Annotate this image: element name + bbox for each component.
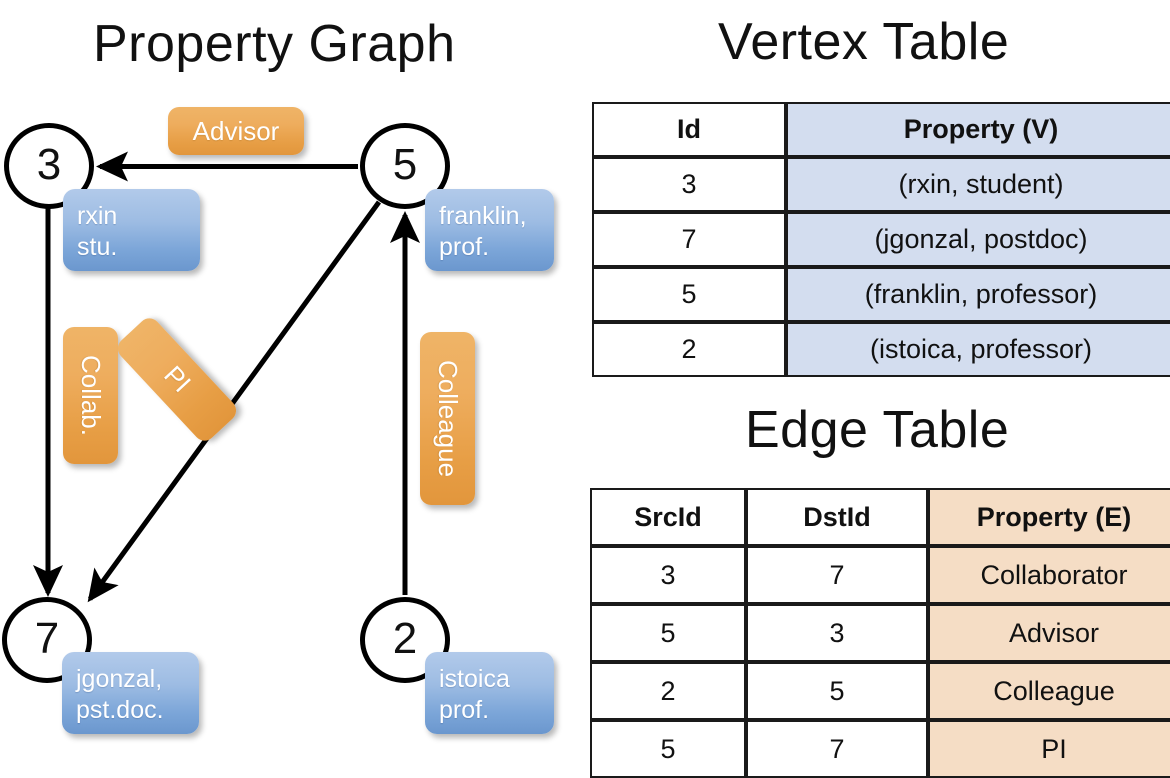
table-row: 2 5 Colleague (590, 662, 1170, 720)
edge-table-cell-dstid: 7 (746, 720, 928, 778)
edge-table-cell-srcid: 2 (590, 662, 746, 720)
edge-label-advisor-text: Advisor (192, 115, 280, 146)
table-row: 3 7 Collaborator (590, 546, 1170, 604)
graph-vertex-3[interactable]: 3 (4, 123, 94, 209)
graph-vertex-5[interactable]: 5 (360, 123, 450, 209)
edge-table-cell-srcid: 3 (590, 546, 746, 604)
edge-label-pi-text: PI (158, 359, 197, 399)
edge-table-cell-dstid: 7 (746, 546, 928, 604)
edge-table-cell-property: Colleague (928, 662, 1170, 720)
edge-table-header-property: Property (E) (928, 488, 1170, 546)
table-row: 7 (jgonzal, postdoc) (592, 212, 1170, 267)
vertex-property-franklin-line2: prof. (439, 232, 490, 261)
edge-table-cell-dstid: 5 (746, 662, 928, 720)
edge-table-cell-dstid: 3 (746, 604, 928, 662)
vertex-table-cell-property: (rxin, student) (786, 157, 1170, 212)
vertex-table-cell-id: 3 (592, 157, 786, 212)
vertex-property-istoica-line1: istoica (439, 665, 510, 693)
edge-label-colleague-text: Colleague (433, 359, 463, 478)
edge-table-title: Edge Table (745, 401, 1010, 459)
edge-table-cell-property: PI (928, 720, 1170, 778)
edge-table-header-srcid: SrcId (590, 488, 746, 546)
vertex-table-cell-id: 2 (592, 322, 786, 377)
property-graph-title: Property Graph (93, 15, 456, 73)
vertex-table-cell-id: 7 (592, 212, 786, 267)
vertex-property-box-jgonzal: jgonzal, pst.doc. (62, 652, 199, 734)
vertex-table-cell-id: 5 (592, 267, 786, 322)
vertex-property-box-franklin: franklin, prof. (425, 189, 554, 271)
edge-label-collab: Collab. (63, 327, 118, 464)
property-graph-diagram: 3 5 7 2 rxin stu. franklin, prof. jgonza… (0, 95, 585, 760)
table-row: 5 7 PI (590, 720, 1170, 778)
vertex-property-box-rxin: rxin stu. (63, 189, 200, 271)
edge-label-collab-text: Collab. (76, 355, 106, 436)
table-row: 5 3 Advisor (590, 604, 1170, 662)
slide-canvas: Property Graph Vertex Table Edge Table 3 (0, 13, 1170, 778)
graph-edge-arrows (33, 151, 420, 603)
edge-table: SrcId DstId Property (E) 3 7 Collaborato… (590, 488, 1170, 778)
vertex-table: Id Property (V) 3 (rxin, student) 7 (jgo… (592, 102, 1170, 377)
edge-label-advisor: Advisor (168, 107, 304, 155)
table-row: 2 (istoica, professor) (592, 322, 1170, 377)
vertex-table-title: Vertex Table (718, 13, 1010, 71)
graph-vertex-2-label: 2 (392, 613, 418, 663)
table-row: 5 (franklin, professor) (592, 267, 1170, 322)
vertex-property-box-istoica: istoica prof. (425, 652, 554, 734)
graph-vertex-3-label: 3 (36, 139, 62, 189)
vertex-property-franklin-line1: franklin, (439, 202, 527, 230)
edge-table-cell-srcid: 5 (590, 720, 746, 778)
edge-table-header-dstid: DstId (746, 488, 928, 546)
vertex-property-rxin-line1: rxin (77, 202, 118, 230)
vertex-property-jgonzal-line1: jgonzal, (76, 665, 163, 693)
edge-arrow-5-to-7 (87, 200, 382, 603)
vertex-table-header-property: Property (V) (786, 102, 1170, 157)
edge-table-cell-property: Advisor (928, 604, 1170, 662)
graph-vertex-7-label: 7 (34, 613, 60, 663)
table-row: 3 (rxin, student) (592, 157, 1170, 212)
vertex-table-cell-property: (franklin, professor) (786, 267, 1170, 322)
vertex-table-header-id: Id (592, 102, 786, 157)
graph-vertex-5-label: 5 (392, 139, 418, 189)
vertex-property-istoica-line2: prof. (439, 695, 490, 724)
vertex-property-rxin-line2: stu. (77, 232, 118, 261)
vertex-table-cell-property: (istoica, professor) (786, 322, 1170, 377)
edge-table-cell-property: Collaborator (928, 546, 1170, 604)
edge-table-header-row: SrcId DstId Property (E) (590, 488, 1170, 546)
vertex-table-cell-property: (jgonzal, postdoc) (786, 212, 1170, 267)
edge-table-cell-srcid: 5 (590, 604, 746, 662)
vertex-table-header-row: Id Property (V) (592, 102, 1170, 157)
edge-label-colleague: Colleague (420, 332, 475, 505)
vertex-property-jgonzal-line2: pst.doc. (76, 695, 164, 724)
